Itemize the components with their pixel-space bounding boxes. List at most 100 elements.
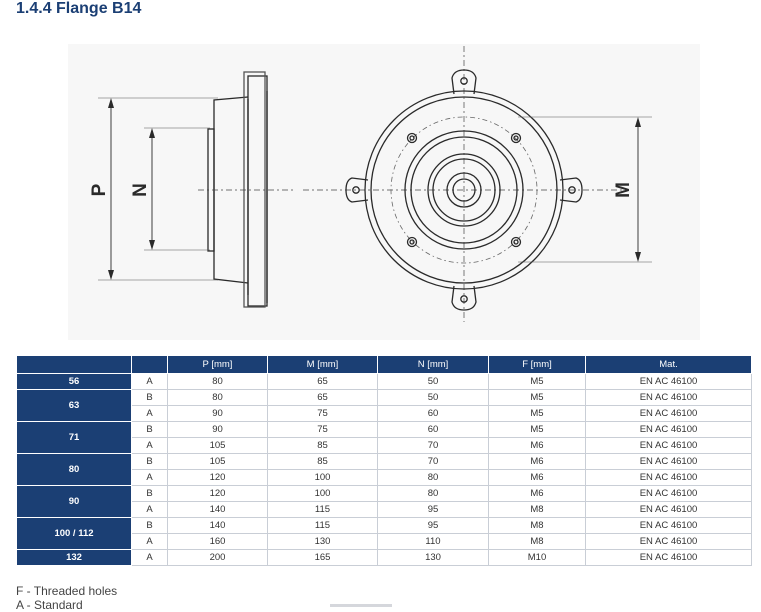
- variant-cell: A: [131, 405, 168, 422]
- material-cell: EN AC 46100: [585, 437, 752, 454]
- flange-front-view: [345, 69, 583, 311]
- frame-size-cell: 100 / 112: [16, 517, 132, 550]
- f-cell: M6: [488, 469, 586, 486]
- variant-cell: B: [131, 421, 168, 438]
- n-cell: 95: [377, 517, 489, 534]
- legend: F - Threaded holes A - Standard: [16, 584, 117, 612]
- variant-cell: A: [131, 373, 168, 390]
- legend-standard: A - Standard: [16, 598, 83, 612]
- page-scroll-indicator: [330, 604, 392, 607]
- m-cell: 65: [267, 373, 378, 390]
- flange-outer-ring: [364, 90, 564, 290]
- m-cell: 75: [267, 421, 378, 438]
- n-cell: 50: [377, 373, 489, 390]
- material-cell: EN AC 46100: [585, 517, 752, 534]
- p-cell: 80: [167, 373, 268, 390]
- f-cell: M8: [488, 517, 586, 534]
- flange-side-view: [207, 71, 268, 308]
- m-cell: 100: [267, 469, 378, 486]
- n-cell: 80: [377, 469, 489, 486]
- variant-cell: A: [131, 469, 168, 486]
- f-cell: M6: [488, 453, 586, 470]
- flange-drawing: P N M: [68, 44, 700, 340]
- variant-cell: B: [131, 517, 168, 534]
- f-cell: M8: [488, 533, 586, 550]
- f-cell: M6: [488, 485, 586, 502]
- variant-cell: A: [131, 437, 168, 454]
- m-cell: 115: [267, 501, 378, 518]
- variant-cell: A: [131, 501, 168, 518]
- n-cell: 110: [377, 533, 489, 550]
- m-cell: 85: [267, 453, 378, 470]
- f-cell: M5: [488, 373, 586, 390]
- f-cell: M8: [488, 501, 586, 518]
- frame-size-cell: 132: [16, 549, 132, 566]
- table-header-row: P [mm] M [mm] N [mm] F [mm] Mat.: [16, 355, 752, 374]
- material-cell: EN AC 46100: [585, 469, 752, 486]
- material-cell: EN AC 46100: [585, 421, 752, 438]
- header-m: M [mm]: [267, 355, 378, 374]
- dimension-label-p: P: [89, 183, 110, 196]
- header-f: F [mm]: [488, 355, 586, 374]
- f-cell: M5: [488, 389, 586, 406]
- material-cell: EN AC 46100: [585, 485, 752, 502]
- header-variant: [131, 355, 168, 374]
- material-cell: EN AC 46100: [585, 533, 752, 550]
- p-cell: 120: [167, 469, 268, 486]
- m-cell: 115: [267, 517, 378, 534]
- material-cell: EN AC 46100: [585, 373, 752, 390]
- legend-threaded-holes: F - Threaded holes: [16, 584, 118, 598]
- n-cell: 80: [377, 485, 489, 502]
- flange-plate-outline: [247, 75, 268, 307]
- p-cell: 140: [167, 517, 268, 534]
- frame-size-cell: 90: [16, 485, 132, 518]
- material-cell: EN AC 46100: [585, 549, 752, 566]
- header-p: P [mm]: [167, 355, 268, 374]
- p-cell: 90: [167, 405, 268, 422]
- p-cell: 90: [167, 421, 268, 438]
- material-cell: EN AC 46100: [585, 501, 752, 518]
- p-cell: 160: [167, 533, 268, 550]
- n-cell: 60: [377, 405, 489, 422]
- variant-cell: A: [131, 533, 168, 550]
- flange-drawing-svg: P N M: [89, 46, 652, 322]
- variant-cell: B: [131, 389, 168, 406]
- m-cell: 85: [267, 437, 378, 454]
- m-cell: 65: [267, 389, 378, 406]
- header-n: N [mm]: [377, 355, 489, 374]
- ear-right: [559, 177, 583, 203]
- m-cell: 165: [267, 549, 378, 566]
- n-cell: 130: [377, 549, 489, 566]
- header-size: [16, 355, 132, 374]
- f-cell: M5: [488, 421, 586, 438]
- f-cell: M6: [488, 437, 586, 454]
- f-cell: M5: [488, 405, 586, 422]
- variant-cell: B: [131, 453, 168, 470]
- variant-cell: B: [131, 485, 168, 502]
- p-cell: 80: [167, 389, 268, 406]
- n-cell: 60: [377, 421, 489, 438]
- material-cell: EN AC 46100: [585, 453, 752, 470]
- variant-cell: A: [131, 549, 168, 566]
- frame-size-cell: 63: [16, 389, 132, 422]
- frame-size-cell: 80: [16, 453, 132, 486]
- p-cell: 120: [167, 485, 268, 502]
- p-cell: 200: [167, 549, 268, 566]
- header-mat: Mat.: [585, 355, 752, 374]
- n-cell: 70: [377, 453, 489, 470]
- dimension-label-n: N: [130, 183, 151, 197]
- p-cell: 105: [167, 453, 268, 470]
- material-cell: EN AC 46100: [585, 389, 752, 406]
- material-cell: EN AC 46100: [585, 405, 752, 422]
- ear-top: [451, 69, 477, 95]
- threaded-holes: [406, 132, 522, 248]
- p-cell: 140: [167, 501, 268, 518]
